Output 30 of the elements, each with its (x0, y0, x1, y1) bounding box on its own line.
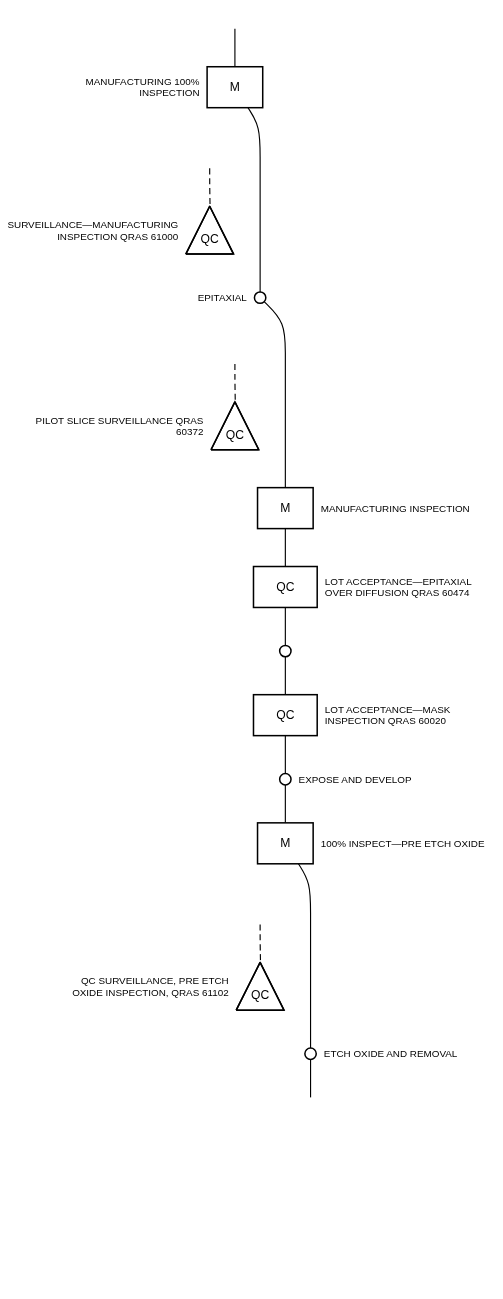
connector (263, 301, 286, 489)
connector (284, 528, 286, 568)
node-circle (278, 644, 292, 658)
node-circle (253, 291, 267, 305)
connector (297, 863, 312, 1049)
step-caption: EXPOSE AND DEVELOP (298, 773, 413, 785)
step-caption: MANUFACTURING INSPECTION (320, 502, 471, 514)
node-box: M (256, 486, 314, 530)
step-caption: LOT ACCEPTANCE—MASK INSPECTION QRAS 60020 (324, 703, 452, 727)
step-caption: PILOT SLICE SURVEILLANCE QRAS 60372 (34, 414, 204, 438)
step-caption: ETCH OXIDE AND REMOVAL (323, 1048, 459, 1060)
step-caption: MANUFACTURING 100% INSPECTION (84, 75, 200, 99)
connector (284, 735, 286, 775)
step-caption: EPITAXIAL (196, 292, 247, 304)
step-caption: QC SURVEILLANCE, PRE ETCH OXIDE INSPECTION, QRAS 61102 (71, 974, 229, 998)
connector (310, 1058, 312, 1098)
connector (284, 606, 286, 646)
node-box: M (256, 822, 314, 865)
connector (284, 656, 286, 696)
node-circle (278, 772, 292, 786)
node-box: QC (252, 693, 318, 737)
node-circle (304, 1047, 317, 1061)
connector (247, 107, 261, 293)
connector (234, 28, 236, 68)
connector (284, 784, 286, 824)
node-box: QC (252, 565, 318, 609)
step-caption: 100% INSPECT—PRE ETCH OXIDE (320, 837, 486, 849)
step-caption: SURVEILLANCE—MANUFACTURING INSPECTION QRAS 61000 (6, 218, 179, 242)
node-box: M (206, 65, 264, 109)
step-caption: LOT ACCEPTANCE—EPITAXIAL OVER DIFFUSION QRAS 60474 (324, 575, 473, 599)
